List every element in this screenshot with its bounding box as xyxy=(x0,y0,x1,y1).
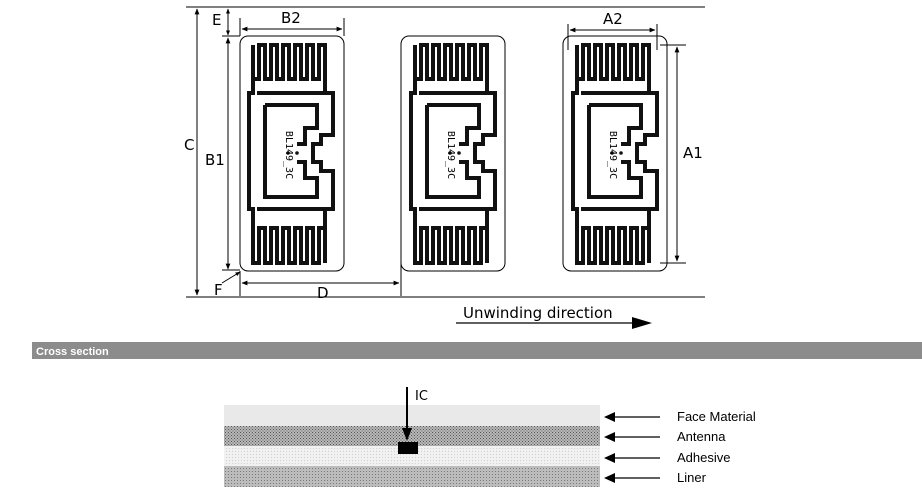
dimension-c-label: C xyxy=(184,136,194,154)
dimension-e-label: E xyxy=(212,11,221,29)
layer-antenna xyxy=(224,426,600,446)
unwinding-direction-label: Unwinding direction xyxy=(463,304,613,322)
dimension-b1-label: B1 xyxy=(205,151,225,169)
dimension-a1-label: A1 xyxy=(683,144,703,162)
face-material-arrow-icon xyxy=(604,412,615,422)
dimension-a2-label: A2 xyxy=(603,10,623,28)
cross-section-title: Cross section xyxy=(36,346,109,358)
dimension-f-leader xyxy=(221,271,241,284)
cross-section-bar xyxy=(32,342,922,359)
adhesive-arrow-icon xyxy=(604,453,615,463)
dimension-d-label: D xyxy=(317,284,329,302)
rfid-tag-3 xyxy=(562,35,668,272)
layer-liner xyxy=(224,466,600,487)
liner-arrow-icon xyxy=(604,473,615,483)
adhesive-label: Adhesive xyxy=(677,450,730,465)
antenna-label: Antenna xyxy=(677,429,726,444)
dimension-b2-label: B2 xyxy=(281,9,301,27)
ic-label: IC xyxy=(415,389,428,404)
unwinding-direction-arrow-icon xyxy=(632,317,652,329)
rfid-tag-1 xyxy=(239,35,345,272)
face-material-label: Face Material xyxy=(677,409,756,424)
liner-label: Liner xyxy=(677,470,707,485)
ic-chip xyxy=(398,442,418,454)
layer-face-material xyxy=(224,405,600,426)
chip-text-3: BL149_3C xyxy=(607,131,618,179)
layer-adhesive xyxy=(224,446,600,466)
chip-text-1: BL149_3C xyxy=(283,131,294,179)
ic-pointer-arrow-icon xyxy=(402,428,412,441)
antenna-arrow-icon xyxy=(604,432,615,442)
rfid-tag-2 xyxy=(400,35,506,272)
chip-text-2: BL149_3C xyxy=(445,131,456,179)
dimension-f-label: F xyxy=(214,281,223,299)
